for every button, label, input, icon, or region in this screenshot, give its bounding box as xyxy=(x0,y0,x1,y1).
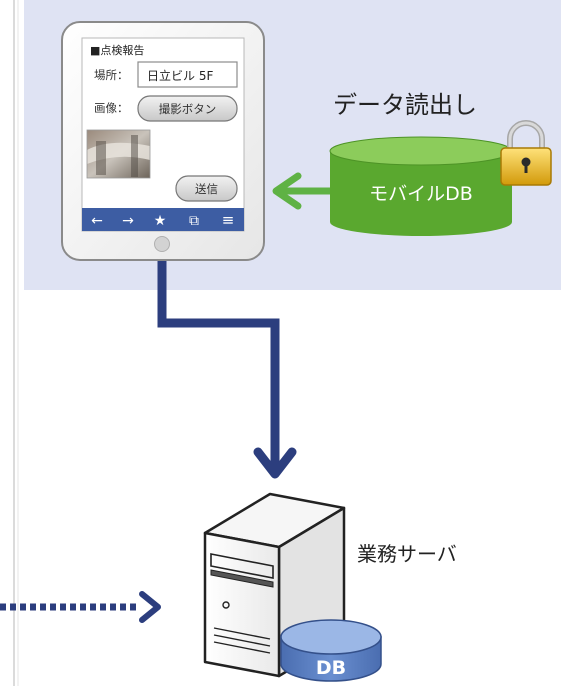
mobile-db-label: モバイルDB xyxy=(369,183,473,205)
location-value: 日立ビル 5F xyxy=(147,68,213,83)
capture-button-label: 撮影ボタン xyxy=(159,102,217,116)
read-arrow xyxy=(272,172,330,210)
nav-tabs-icon[interactable]: ⧉ xyxy=(189,213,199,229)
nav-forward-icon[interactable]: → xyxy=(122,213,134,229)
padlock-icon xyxy=(500,120,552,186)
mobile-db-cylinder xyxy=(329,136,513,236)
send-button-label: 送信 xyxy=(195,182,218,196)
server-label: 業務サーバ xyxy=(357,542,457,566)
nav-favorite-icon[interactable]: ★ xyxy=(154,213,167,229)
server-db-cylinder xyxy=(280,619,382,682)
tablet-device: ■点検報告 場所： 日立ビル 5F 画像： 撮影ボタン 送信 ← → ★ ⧉ ≡ xyxy=(61,21,265,261)
nav-back-icon[interactable]: ← xyxy=(91,213,103,229)
incoming-dotted-arrow xyxy=(0,591,161,623)
captured-photo xyxy=(86,129,151,179)
read-data-label: データ読出し xyxy=(333,91,477,119)
connector-arrow-line xyxy=(157,258,280,470)
server-db-label: DB xyxy=(316,657,346,679)
tablet-nav-bar xyxy=(82,208,244,231)
capture-button[interactable] xyxy=(137,95,238,122)
tablet-home-button[interactable] xyxy=(154,236,170,252)
image-label: 画像： xyxy=(94,101,129,115)
nav-menu-icon[interactable]: ≡ xyxy=(222,211,235,229)
send-button[interactable] xyxy=(175,175,238,202)
location-label: 場所： xyxy=(94,68,129,82)
connector-arrow-head xyxy=(253,447,297,479)
report-title: ■点検報告 xyxy=(90,43,144,57)
location-field[interactable] xyxy=(137,61,238,88)
